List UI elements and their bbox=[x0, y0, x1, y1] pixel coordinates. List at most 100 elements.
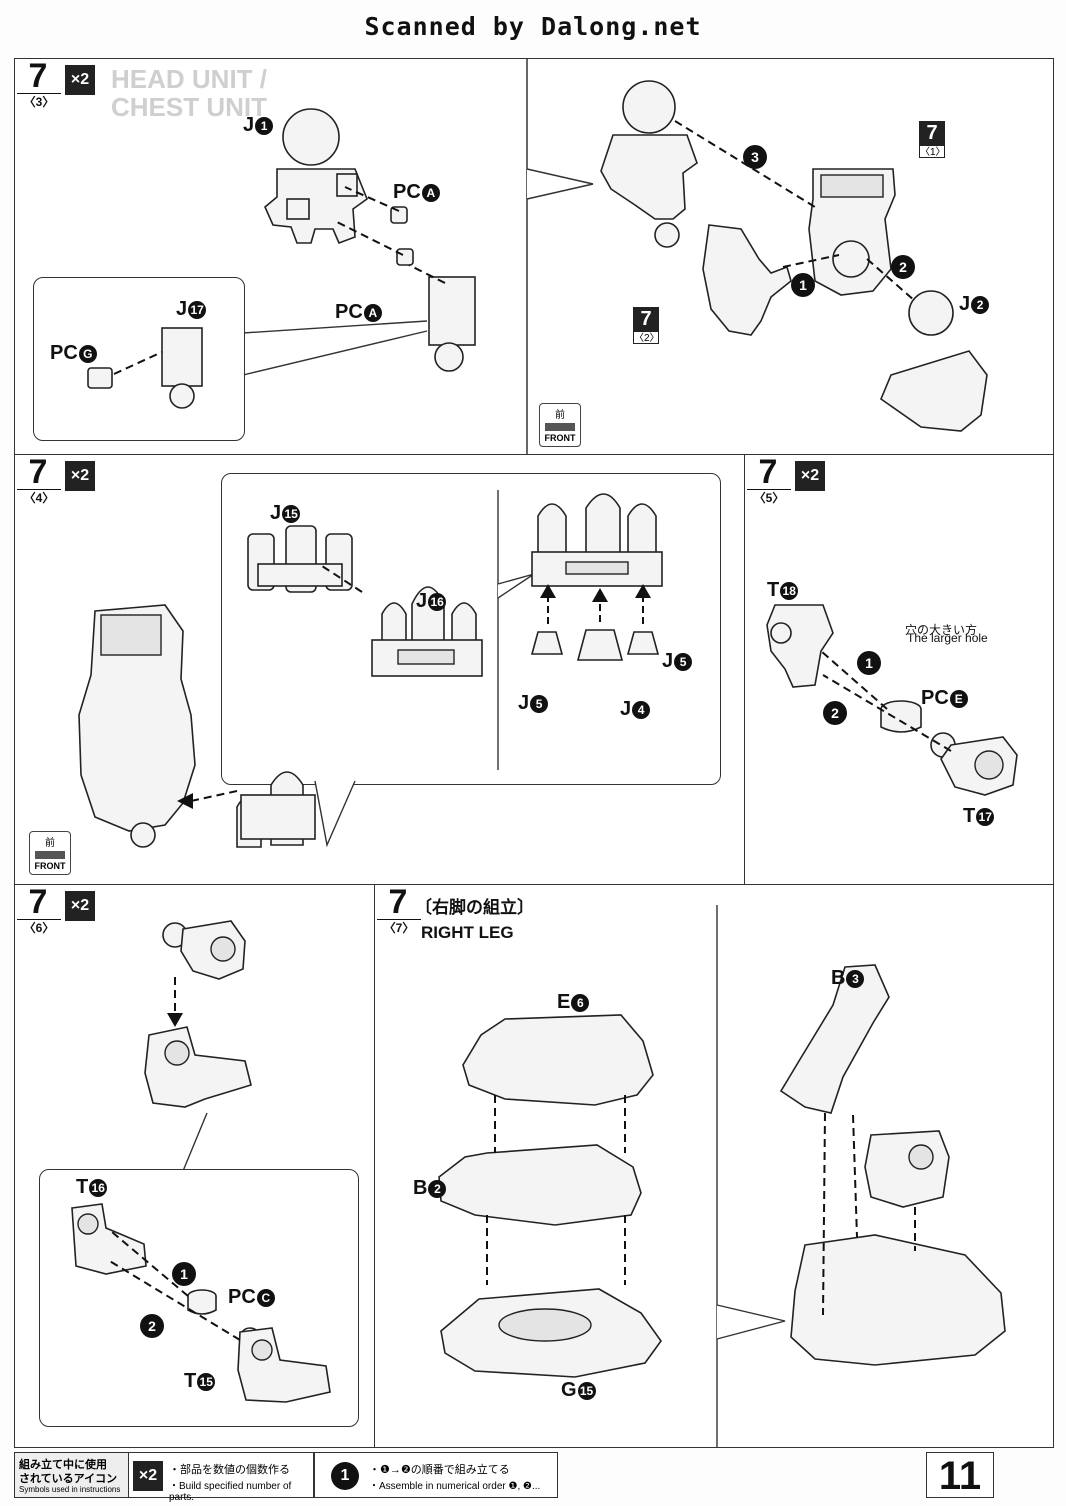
x2-icon: ×2 bbox=[65, 891, 95, 921]
label-number: 2 bbox=[428, 1179, 447, 1198]
label-number: 16 bbox=[89, 1178, 108, 1197]
label-letter: PC bbox=[393, 181, 421, 203]
step-sub-number: 〈5〉 bbox=[747, 489, 791, 506]
order-icon: 1 bbox=[331, 1462, 359, 1490]
label-number: 15 bbox=[282, 504, 301, 523]
ref-badge-7-1: 7 〈1〉 bbox=[919, 121, 946, 159]
label-number: 3 bbox=[846, 969, 865, 988]
order-marker-1: 1 bbox=[172, 1262, 196, 1286]
front-label: FRONT bbox=[34, 861, 66, 871]
label-letter: B bbox=[831, 967, 846, 989]
label-letter: J bbox=[662, 650, 674, 672]
footer-x2-jp: ・部品を数値の個数作る bbox=[169, 1464, 290, 1476]
label-number: 5 bbox=[674, 652, 693, 671]
label-letter: PC bbox=[50, 342, 78, 364]
label-letter: J bbox=[518, 692, 530, 714]
faded-heading-line1: HEAD UNIT / bbox=[111, 64, 267, 94]
x2-icon: ×2 bbox=[65, 461, 95, 491]
label-number: 17 bbox=[976, 807, 995, 826]
footer-symbols-legend: 組み立て中に使用 されているアイコン Symbols used in instr… bbox=[14, 1452, 130, 1498]
faded-heading-line2: CHEST UNIT bbox=[111, 92, 267, 122]
footer-order-en: ・Assemble in numerical order ❶, ❷... bbox=[369, 1481, 541, 1492]
label-number: 18 bbox=[780, 581, 799, 600]
ref-sub: 〈1〉 bbox=[919, 145, 946, 158]
inset-illustration bbox=[87, 327, 203, 409]
step-title-jp: 〔右脚の組立〕 bbox=[415, 898, 534, 917]
larger-hole-note-jp: 穴の大きい方 bbox=[905, 623, 978, 637]
label-letter: T bbox=[184, 1370, 197, 1392]
ref-sub: 〈2〉 bbox=[633, 331, 660, 344]
label-number: 16 bbox=[428, 592, 447, 611]
ref-number: 7 bbox=[633, 307, 659, 331]
label-letter: T bbox=[767, 579, 780, 601]
step-badge: 7 〈3〉 ×2 bbox=[15, 59, 97, 119]
inset-illustration bbox=[71, 1203, 331, 1403]
label-number: A bbox=[363, 303, 382, 322]
label-number: 5 bbox=[530, 694, 549, 713]
step-badge: 7 〈6〉 ×2 bbox=[15, 885, 97, 945]
order-marker-2: 2 bbox=[823, 701, 847, 725]
label-number: C bbox=[256, 1288, 275, 1307]
footer-x2-legend: ×2 ・部品を数値の個数作る ・Build specified number o… bbox=[128, 1452, 314, 1503]
step-badge: 7 〈7〉 bbox=[375, 885, 457, 945]
step-7-5-illustration bbox=[766, 604, 1018, 796]
label-letter: J bbox=[959, 293, 971, 315]
x2-icon: ×2 bbox=[795, 461, 825, 491]
label-number: 6 bbox=[571, 993, 590, 1012]
order-marker-3: 3 bbox=[743, 145, 767, 169]
step-7-3-illustration bbox=[242, 59, 988, 455]
x2-icon: ×2 bbox=[133, 1461, 163, 1491]
ref-badge-7-2: 7 〈2〉 bbox=[633, 307, 660, 345]
footer-icons-jp-line1: 組み立て中に使用 bbox=[19, 1459, 107, 1471]
label-letter: G bbox=[561, 1379, 577, 1401]
order-marker-1: 1 bbox=[857, 651, 881, 675]
footer-order-legend: 1 ・❶→❷の順番で組み立てる ・Assemble in numerical o… bbox=[314, 1452, 558, 1498]
front-kanji: 前 bbox=[555, 410, 565, 421]
label-letter: E bbox=[557, 991, 571, 1013]
step-number: 7 bbox=[388, 884, 408, 921]
label-letter: J bbox=[416, 590, 428, 612]
front-label: FRONT bbox=[544, 433, 576, 443]
label-letter: B bbox=[413, 1177, 428, 1199]
front-direction-icon: 前 FRONT bbox=[29, 831, 71, 875]
scanner-watermark: Scanned by Dalong.net bbox=[364, 12, 702, 41]
label-number: E bbox=[949, 689, 968, 708]
step-7-6-panel: 7 〈6〉 ×2 bbox=[14, 884, 376, 1448]
step-7-4-panel: 7 〈4〉 ×2 bbox=[14, 454, 746, 886]
faded-heading: HEAD UNIT / CHEST UNIT bbox=[111, 65, 267, 121]
label-number: 1 bbox=[255, 116, 274, 135]
inset-illustration bbox=[247, 490, 663, 770]
page-number: 11 bbox=[926, 1452, 994, 1498]
label-letter: J bbox=[176, 298, 188, 320]
label-number: 15 bbox=[197, 1372, 216, 1391]
step-badge: 7 〈4〉 ×2 bbox=[15, 455, 97, 515]
label-number: 15 bbox=[577, 1381, 596, 1400]
label-letter: J bbox=[270, 502, 282, 524]
label-letter: T bbox=[76, 1176, 89, 1198]
label-number: 17 bbox=[188, 300, 207, 319]
step-title-en: RIGHT LEG bbox=[421, 923, 514, 942]
footer-x2-en: ・Build specified number of parts. bbox=[169, 1481, 292, 1503]
arrow-icon bbox=[545, 423, 575, 431]
step-7-3-panel: 7 〈3〉 ×2 HEAD UNIT / CHEST UNIT bbox=[14, 58, 1054, 456]
arrow-icon bbox=[35, 851, 65, 859]
step-sub-number: 〈6〉 bbox=[17, 919, 61, 936]
